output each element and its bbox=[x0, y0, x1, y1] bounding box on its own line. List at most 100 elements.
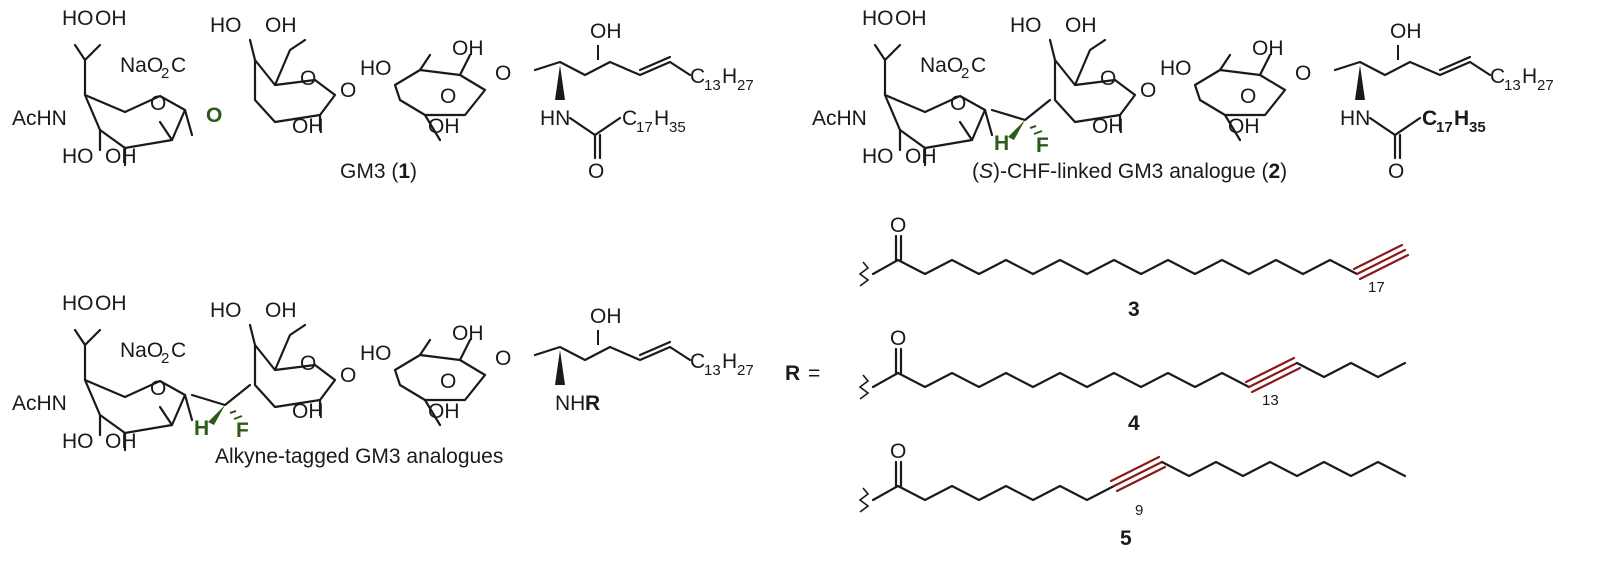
label-ho: HO bbox=[62, 7, 94, 30]
label-o: O bbox=[150, 92, 166, 115]
svg-text:H: H bbox=[1522, 65, 1537, 88]
label-oh: OH bbox=[1065, 14, 1097, 37]
alkyne-position: 13 bbox=[1262, 392, 1279, 409]
label-oh: OH bbox=[452, 37, 484, 60]
label-o: O bbox=[495, 62, 511, 85]
label-ho: HO bbox=[862, 7, 894, 30]
label-o: O bbox=[890, 214, 906, 237]
caption-gm3: GM3 (1) bbox=[340, 160, 417, 183]
label-o: O bbox=[300, 352, 316, 375]
label-o: O bbox=[340, 79, 356, 102]
label-ho: HO bbox=[210, 299, 242, 322]
label-o: O bbox=[588, 160, 604, 183]
label-ho: HO bbox=[62, 430, 94, 453]
r-label: R bbox=[785, 362, 800, 385]
caption-alkyne: Alkyne-tagged GM3 analogues bbox=[215, 445, 503, 468]
label-oh: OH bbox=[590, 20, 622, 43]
label-oh: OH bbox=[452, 322, 484, 345]
label-h: H bbox=[194, 417, 209, 440]
label-c13h27: C bbox=[1490, 65, 1505, 88]
label-oh: OH bbox=[590, 305, 622, 328]
label-c13h27: C bbox=[690, 65, 705, 88]
r-group-definition: R = bbox=[785, 362, 820, 385]
label-oh: OH bbox=[105, 430, 137, 453]
chain-4: O 13 4 bbox=[858, 327, 1407, 435]
label-ho: HO bbox=[1010, 14, 1042, 37]
compound-number: 3 bbox=[1128, 298, 1140, 321]
label-o: O bbox=[495, 347, 511, 370]
label-nao2c: NaO bbox=[120, 54, 163, 77]
svg-text:C: C bbox=[971, 54, 986, 77]
svg-text:2: 2 bbox=[961, 65, 969, 82]
label-r: R bbox=[585, 392, 600, 415]
label-oh: OH bbox=[292, 400, 324, 423]
label-ho: HO bbox=[862, 145, 894, 168]
chain-5: O 9 5 bbox=[858, 440, 1407, 550]
label-oh: OH bbox=[265, 299, 297, 322]
label-o: O bbox=[1100, 67, 1116, 90]
label-hn: HN bbox=[1340, 107, 1370, 130]
structure-gm3: HO OH AcHN HO OH NaO 2 C O O HO OH O OH … bbox=[12, 7, 754, 183]
label-o: O bbox=[1388, 160, 1404, 183]
label-oh: OH bbox=[905, 145, 937, 168]
svg-text:17: 17 bbox=[636, 119, 653, 136]
label-o-linkage: O bbox=[206, 104, 222, 127]
label-hn: HN bbox=[540, 107, 570, 130]
label-achn: AcHN bbox=[812, 107, 867, 130]
label-nao2c: NaO bbox=[920, 54, 963, 77]
compound-number: 5 bbox=[1120, 527, 1132, 550]
label-ho: HO bbox=[360, 57, 392, 80]
svg-text:C: C bbox=[171, 54, 186, 77]
label-nao2c: NaO bbox=[120, 339, 163, 362]
label-ho: HO bbox=[210, 14, 242, 37]
label-h: H bbox=[994, 132, 1009, 155]
chain-3: O 17 3 bbox=[858, 214, 1410, 321]
label-oh: OH bbox=[428, 400, 460, 423]
label-o: O bbox=[890, 327, 906, 350]
svg-text:GM3 (1): GM3 (1) bbox=[340, 160, 417, 183]
caption-chf-gm3: (S)-CHF-linked GM3 analogue (2) bbox=[972, 160, 1287, 183]
svg-text:13: 13 bbox=[1504, 77, 1521, 94]
label-o: O bbox=[340, 364, 356, 387]
label-o: O bbox=[1140, 79, 1156, 102]
label-o: O bbox=[890, 440, 906, 463]
equals-sign: = bbox=[808, 362, 820, 385]
label-oh: OH bbox=[292, 115, 324, 138]
svg-text:2: 2 bbox=[161, 65, 169, 82]
label-achn: AcHN bbox=[12, 392, 67, 415]
svg-text:27: 27 bbox=[1537, 77, 1554, 94]
label-oh: OH bbox=[895, 7, 927, 30]
label-oh: OH bbox=[105, 145, 137, 168]
svg-text:H: H bbox=[722, 65, 737, 88]
label-oh: OH bbox=[1092, 115, 1124, 138]
svg-text:(S)-CHF-linked GM3 analogue (2: (S)-CHF-linked GM3 analogue (2) bbox=[972, 160, 1287, 183]
label-o: O bbox=[950, 92, 966, 115]
label-oh: OH bbox=[1252, 37, 1284, 60]
label-o: O bbox=[1295, 62, 1311, 85]
label-ho: HO bbox=[1160, 57, 1192, 80]
svg-text:17: 17 bbox=[1436, 119, 1453, 136]
label-ho: HO bbox=[62, 145, 94, 168]
structure-alkyne-gm3: HO OH AcHN HO OH NaO 2 C O H F HO OH O O… bbox=[12, 292, 754, 468]
label-oh: OH bbox=[95, 292, 127, 315]
label-o: O bbox=[300, 67, 316, 90]
svg-text:35: 35 bbox=[669, 119, 686, 136]
label-oh: OH bbox=[1390, 20, 1422, 43]
svg-text:35: 35 bbox=[1469, 119, 1486, 136]
svg-text:Alkyne-tagged GM3 analogues: Alkyne-tagged GM3 analogues bbox=[215, 445, 503, 468]
label-c13h27: C bbox=[690, 350, 705, 373]
svg-text:27: 27 bbox=[737, 362, 754, 379]
svg-text:27: 27 bbox=[737, 77, 754, 94]
svg-text:13: 13 bbox=[704, 362, 721, 379]
label-ho: HO bbox=[360, 342, 392, 365]
label-o: O bbox=[440, 370, 456, 393]
svg-text:C: C bbox=[171, 339, 186, 362]
label-o: O bbox=[1240, 85, 1256, 108]
label-c17h35: C bbox=[1422, 107, 1437, 130]
label-oh: OH bbox=[265, 14, 297, 37]
label-oh: OH bbox=[95, 7, 127, 30]
svg-text:H: H bbox=[1454, 107, 1469, 130]
label-oh: OH bbox=[1228, 115, 1260, 138]
label-oh: OH bbox=[428, 115, 460, 138]
